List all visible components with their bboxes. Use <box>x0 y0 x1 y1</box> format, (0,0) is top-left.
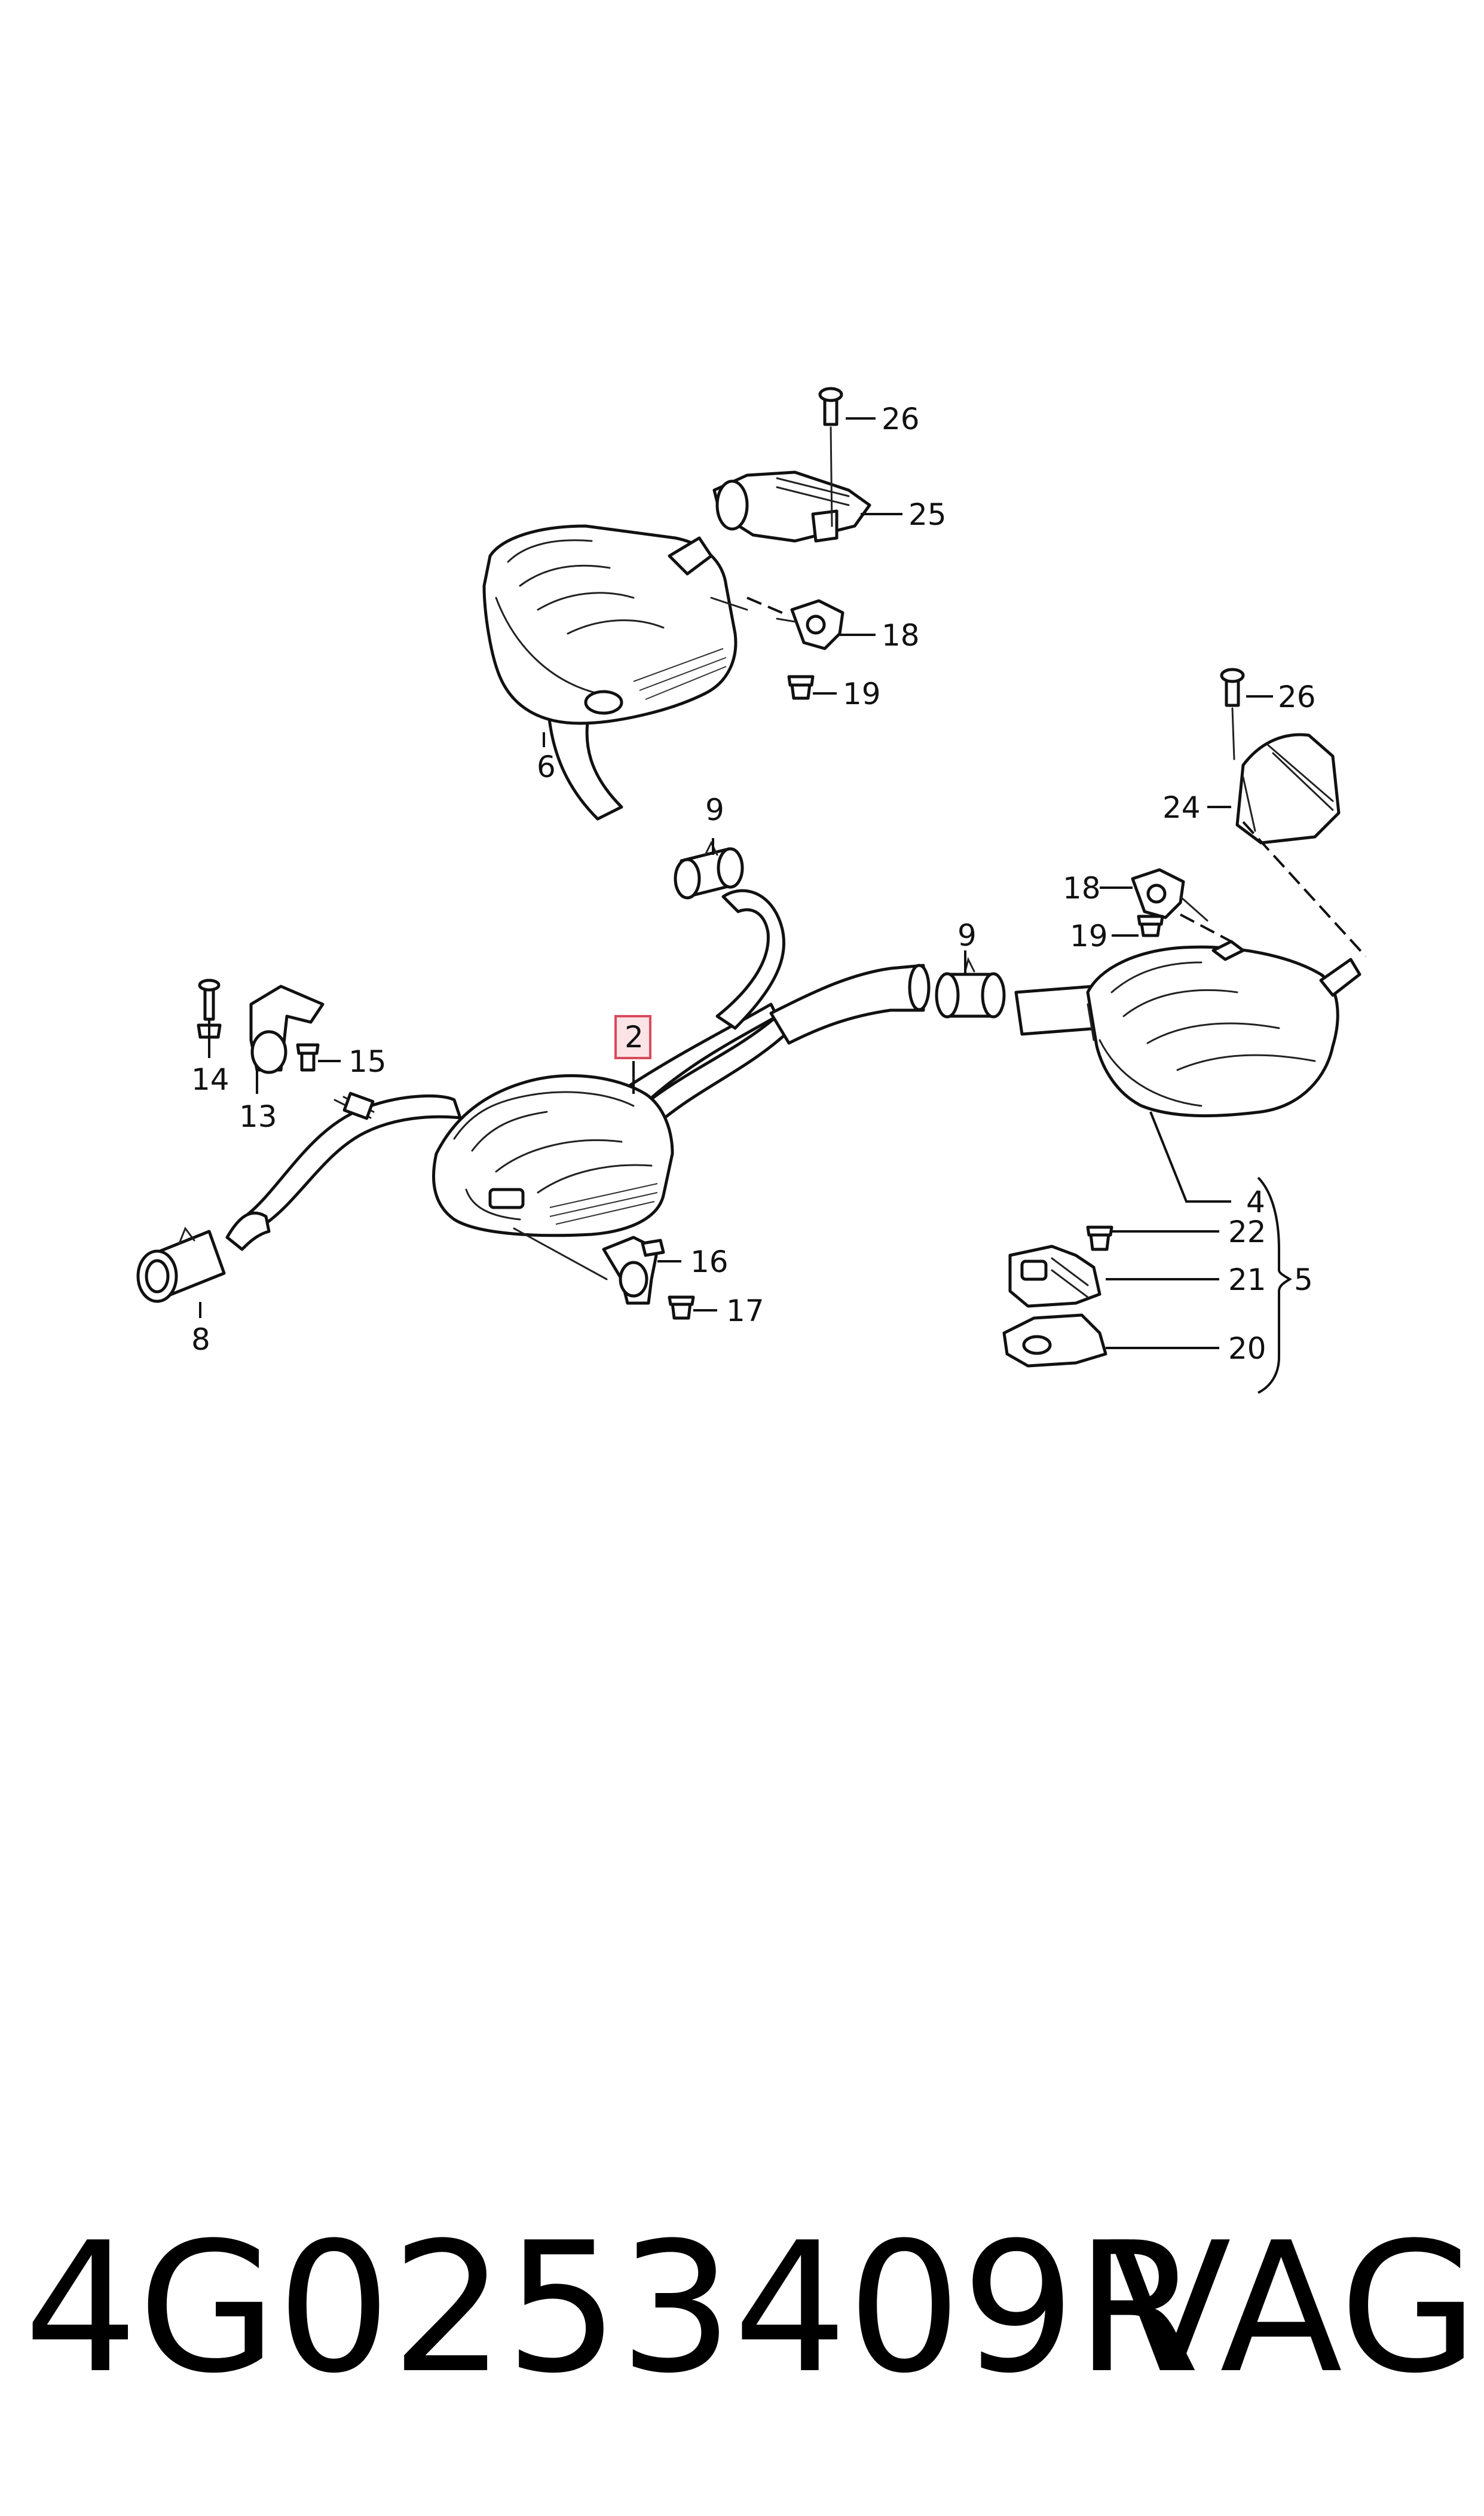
callout-18-upper[interactable]: 18 <box>882 618 920 653</box>
tailpipe-trim-part-24 <box>1235 733 1341 845</box>
brand-name: VAG <box>1109 2204 1478 2413</box>
callout-21[interactable]: 21 <box>1228 1262 1266 1297</box>
callout-26-right[interactable]: 26 <box>1278 680 1316 714</box>
nut-part-19-upper <box>787 675 815 700</box>
clamp-part-8 <box>136 1211 271 1303</box>
callout-26-upper[interactable]: 26 <box>882 402 920 436</box>
bracket-part-18-upper <box>776 599 844 650</box>
rear-muffler-part-4 <box>1086 940 1361 1118</box>
nut-part-22 <box>1086 1225 1113 1251</box>
callout-4[interactable]: 4 <box>1246 1185 1265 1219</box>
tailpipe-trim-part-25 <box>712 470 871 543</box>
highlight-box-part-2 <box>614 1015 651 1059</box>
bracket-part-18-right <box>1131 868 1208 922</box>
callout-13[interactable]: 13 <box>239 1099 277 1134</box>
callout-2[interactable]: 2 <box>625 1020 644 1054</box>
callout-5[interactable]: 5 <box>1294 1262 1313 1297</box>
middle-muffler-part-2[interactable] <box>432 1074 674 1280</box>
callout-19-upper[interactable]: 19 <box>843 677 881 711</box>
nut-part-15 <box>296 1043 320 1072</box>
callout-14[interactable]: 14 <box>191 1062 230 1097</box>
callout-15[interactable]: 15 <box>348 1044 387 1079</box>
callout-17[interactable]: 17 <box>726 1294 764 1328</box>
leader-lines <box>199 417 1292 1394</box>
callout-25[interactable]: 25 <box>908 497 947 532</box>
pipe-network <box>243 694 1101 1227</box>
callout-19-right[interactable]: 19 <box>1070 919 1108 953</box>
bracket-part-16 <box>602 1236 665 1305</box>
callout-18-right[interactable]: 18 <box>1063 871 1101 906</box>
cover-part-20 <box>1002 1313 1107 1368</box>
rear-muffler-part-6 <box>482 524 748 725</box>
clamp-part-9-upper <box>674 840 744 900</box>
callout-16[interactable]: 16 <box>690 1245 729 1279</box>
part-number: 4G0253409R <box>24 2204 1200 2413</box>
actuator-part-21 <box>1008 1245 1101 1308</box>
nut-part-19-right <box>1137 915 1164 937</box>
callout-labels: 2 26 25 18 19 6 9 26 24 18 19 9 4 22 21 … <box>191 402 1316 1366</box>
callout-24[interactable]: 24 <box>1162 790 1201 825</box>
reference-lines <box>746 597 1367 958</box>
callout-8[interactable]: 8 <box>191 1322 210 1357</box>
screw-part-26-right <box>1220 668 1245 760</box>
nut-part-17 <box>668 1295 695 1320</box>
callout-22[interactable]: 22 <box>1228 1215 1266 1249</box>
bracket-part-13 <box>249 985 375 1120</box>
callout-6[interactable]: 6 <box>537 750 556 784</box>
callout-9-upper[interactable]: 9 <box>705 793 724 827</box>
callout-9-right[interactable]: 9 <box>957 918 977 953</box>
callout-20[interactable]: 20 <box>1228 1331 1266 1366</box>
screw-part-26-upper <box>818 387 843 527</box>
clamp-part-9-right <box>935 956 1006 1019</box>
